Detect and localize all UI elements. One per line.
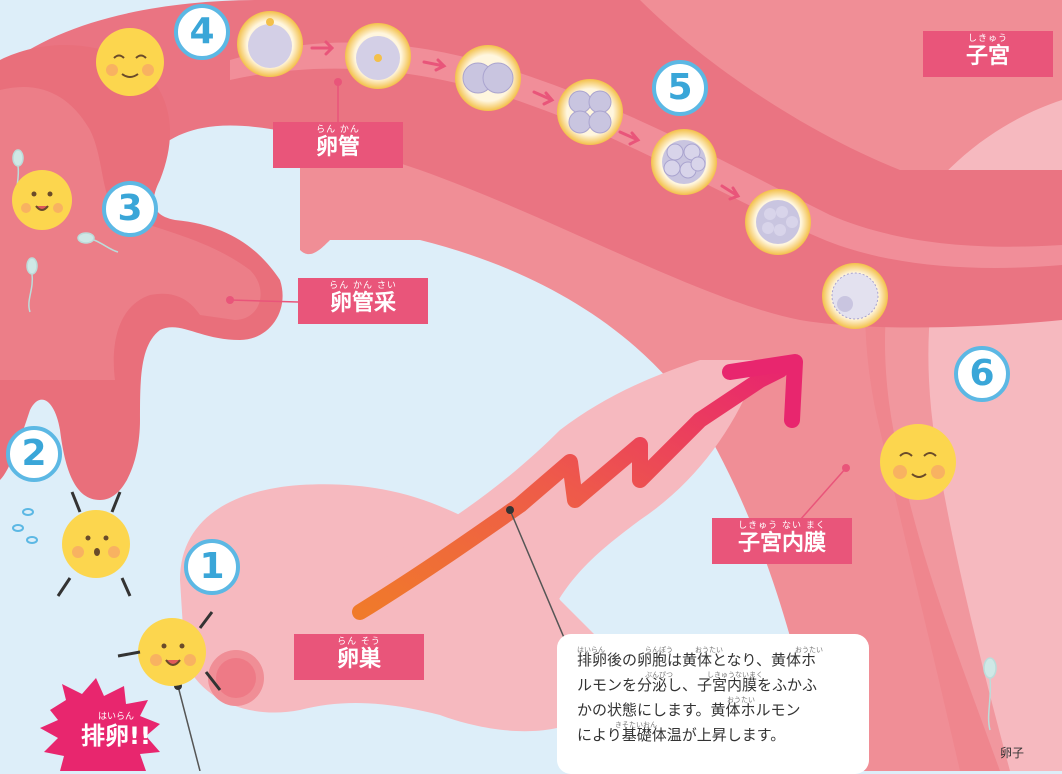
uterus-text: 子宮	[965, 44, 1010, 69]
step-2-badge: 2	[6, 426, 62, 482]
note-ruby: はいらん	[577, 646, 605, 654]
step-6-badge: 6	[954, 346, 1010, 402]
fimbriae-text: 卵管采	[329, 291, 396, 316]
note-ruby: きそたいおん	[615, 721, 657, 729]
endometrium-text: 子宮内膜	[737, 531, 826, 556]
fimbriae-ruby: らん かん さい	[329, 281, 397, 291]
note-ruby: らんぽう	[645, 646, 673, 654]
oviduct-text: 卵管	[315, 135, 360, 160]
endometrium-label: しきゅう ない まく 子宮内膜	[712, 518, 852, 564]
note-ruby: ぶんぴつ	[645, 671, 673, 679]
fimbriae-label: らん かん さい 卵管采	[298, 278, 428, 324]
step-5-badge: 5	[652, 60, 708, 116]
sweat-drop-icon	[12, 508, 38, 544]
embryo-stages	[237, 11, 888, 329]
embryo-cell-icon	[745, 189, 811, 255]
artist-signature: 卵子	[1000, 746, 1025, 760]
endometrium-ruby: しきゅう ない まく	[738, 521, 826, 531]
uterus-ruby: しきゅう	[967, 34, 1008, 44]
step-3-badge: 3	[102, 181, 158, 237]
ovulation-main: 排卵!!	[81, 722, 151, 750]
note-line: かの状態にします。黄体ホルモン	[577, 701, 801, 719]
ovulation-ruby: はいらん	[97, 712, 134, 722]
egg-character-icon	[880, 424, 956, 500]
note-ruby: おうたい	[795, 646, 823, 654]
embryo-cell-icon	[557, 79, 623, 145]
note-ruby: しきゅうないまく	[707, 671, 763, 679]
egg-character-icon	[56, 491, 132, 597]
egg-character-icon	[12, 170, 72, 230]
embryo-cell-icon	[651, 129, 717, 195]
oviduct-label: らん かん 卵管	[273, 122, 403, 168]
embryo-cell-icon	[237, 11, 303, 77]
note-ruby: おうたい	[727, 696, 755, 704]
egg-character-icon	[117, 611, 222, 691]
explanation-note: はいらん らんぽう おうたい おうたい ぶんぴつ しきゅうないまく おうたい き…	[557, 634, 869, 774]
ovary-ruby: らん そう	[337, 637, 381, 647]
ovary-text: 卵巣	[336, 647, 381, 672]
ovulation-burst	[40, 678, 160, 771]
egg-character-icon	[96, 28, 164, 96]
embryo-cell-icon	[822, 263, 888, 329]
ovary-label: らん そう 卵巣	[294, 634, 424, 680]
step-1-badge: 1	[184, 539, 240, 595]
oviduct-ruby: らん かん	[316, 125, 360, 135]
progress-arrow-icon	[352, 362, 788, 620]
note-line: により基礎体温が上昇します。	[577, 726, 786, 744]
sequence-arrows	[310, 40, 741, 201]
note-line: ルモンを分泌し、子宮内膜をふかふ	[577, 676, 818, 694]
embryo-cell-icon	[455, 45, 521, 111]
ovulation-text: はいらん 排卵!!	[56, 712, 176, 750]
embryo-cell-icon	[345, 23, 411, 89]
step-4-badge: 4	[174, 4, 230, 60]
note-ruby: おうたい	[695, 646, 723, 654]
uterus-label: しきゅう 子宮	[923, 31, 1053, 77]
note-line: 排卵後の卵胞は黄体となり、黄体ホ	[577, 651, 816, 669]
